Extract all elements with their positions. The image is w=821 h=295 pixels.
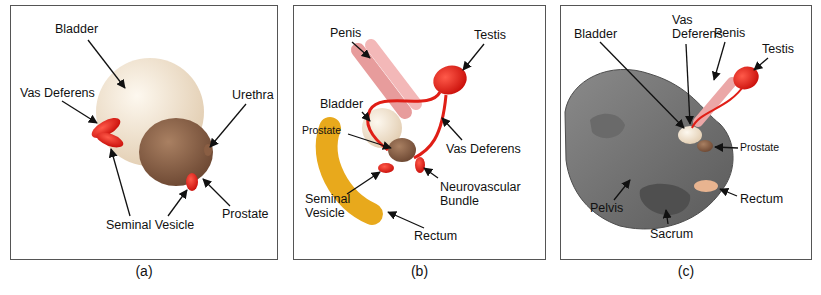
part-label: Vas Deferens xyxy=(446,142,521,156)
part-label: Bladder xyxy=(574,27,617,41)
part-label: Rectum xyxy=(740,192,783,206)
part-label: Prostate xyxy=(302,124,341,136)
part-label: Prostate xyxy=(740,141,779,153)
part-label: Sacrum xyxy=(650,227,693,241)
part-label: Seminal Vesicle xyxy=(106,218,194,232)
part-label: Testis xyxy=(762,42,794,56)
panel-a-art xyxy=(89,58,213,191)
leader-lines-a xyxy=(62,40,246,216)
part-label: Prostate xyxy=(222,207,269,221)
part-label: Neurovascular Bundle xyxy=(440,180,530,209)
panel-c-art xyxy=(565,63,762,229)
part-label: Seminal Vesicle xyxy=(305,192,361,221)
part-label: Vas Deferens xyxy=(20,86,95,100)
part-label: Penis xyxy=(330,26,361,40)
part-label: Bladder xyxy=(55,22,98,36)
part-label: Bladder xyxy=(320,97,363,111)
part-label: Pelvis xyxy=(590,201,623,215)
part-label: Rectum xyxy=(414,229,457,243)
part-label: Penis xyxy=(714,26,745,40)
panel-caption: (a) xyxy=(11,263,277,279)
panel-caption: (c) xyxy=(561,263,811,279)
part-label: Testis xyxy=(474,28,506,42)
panel-caption: (b) xyxy=(294,263,545,279)
part-label: Urethra xyxy=(232,88,274,102)
